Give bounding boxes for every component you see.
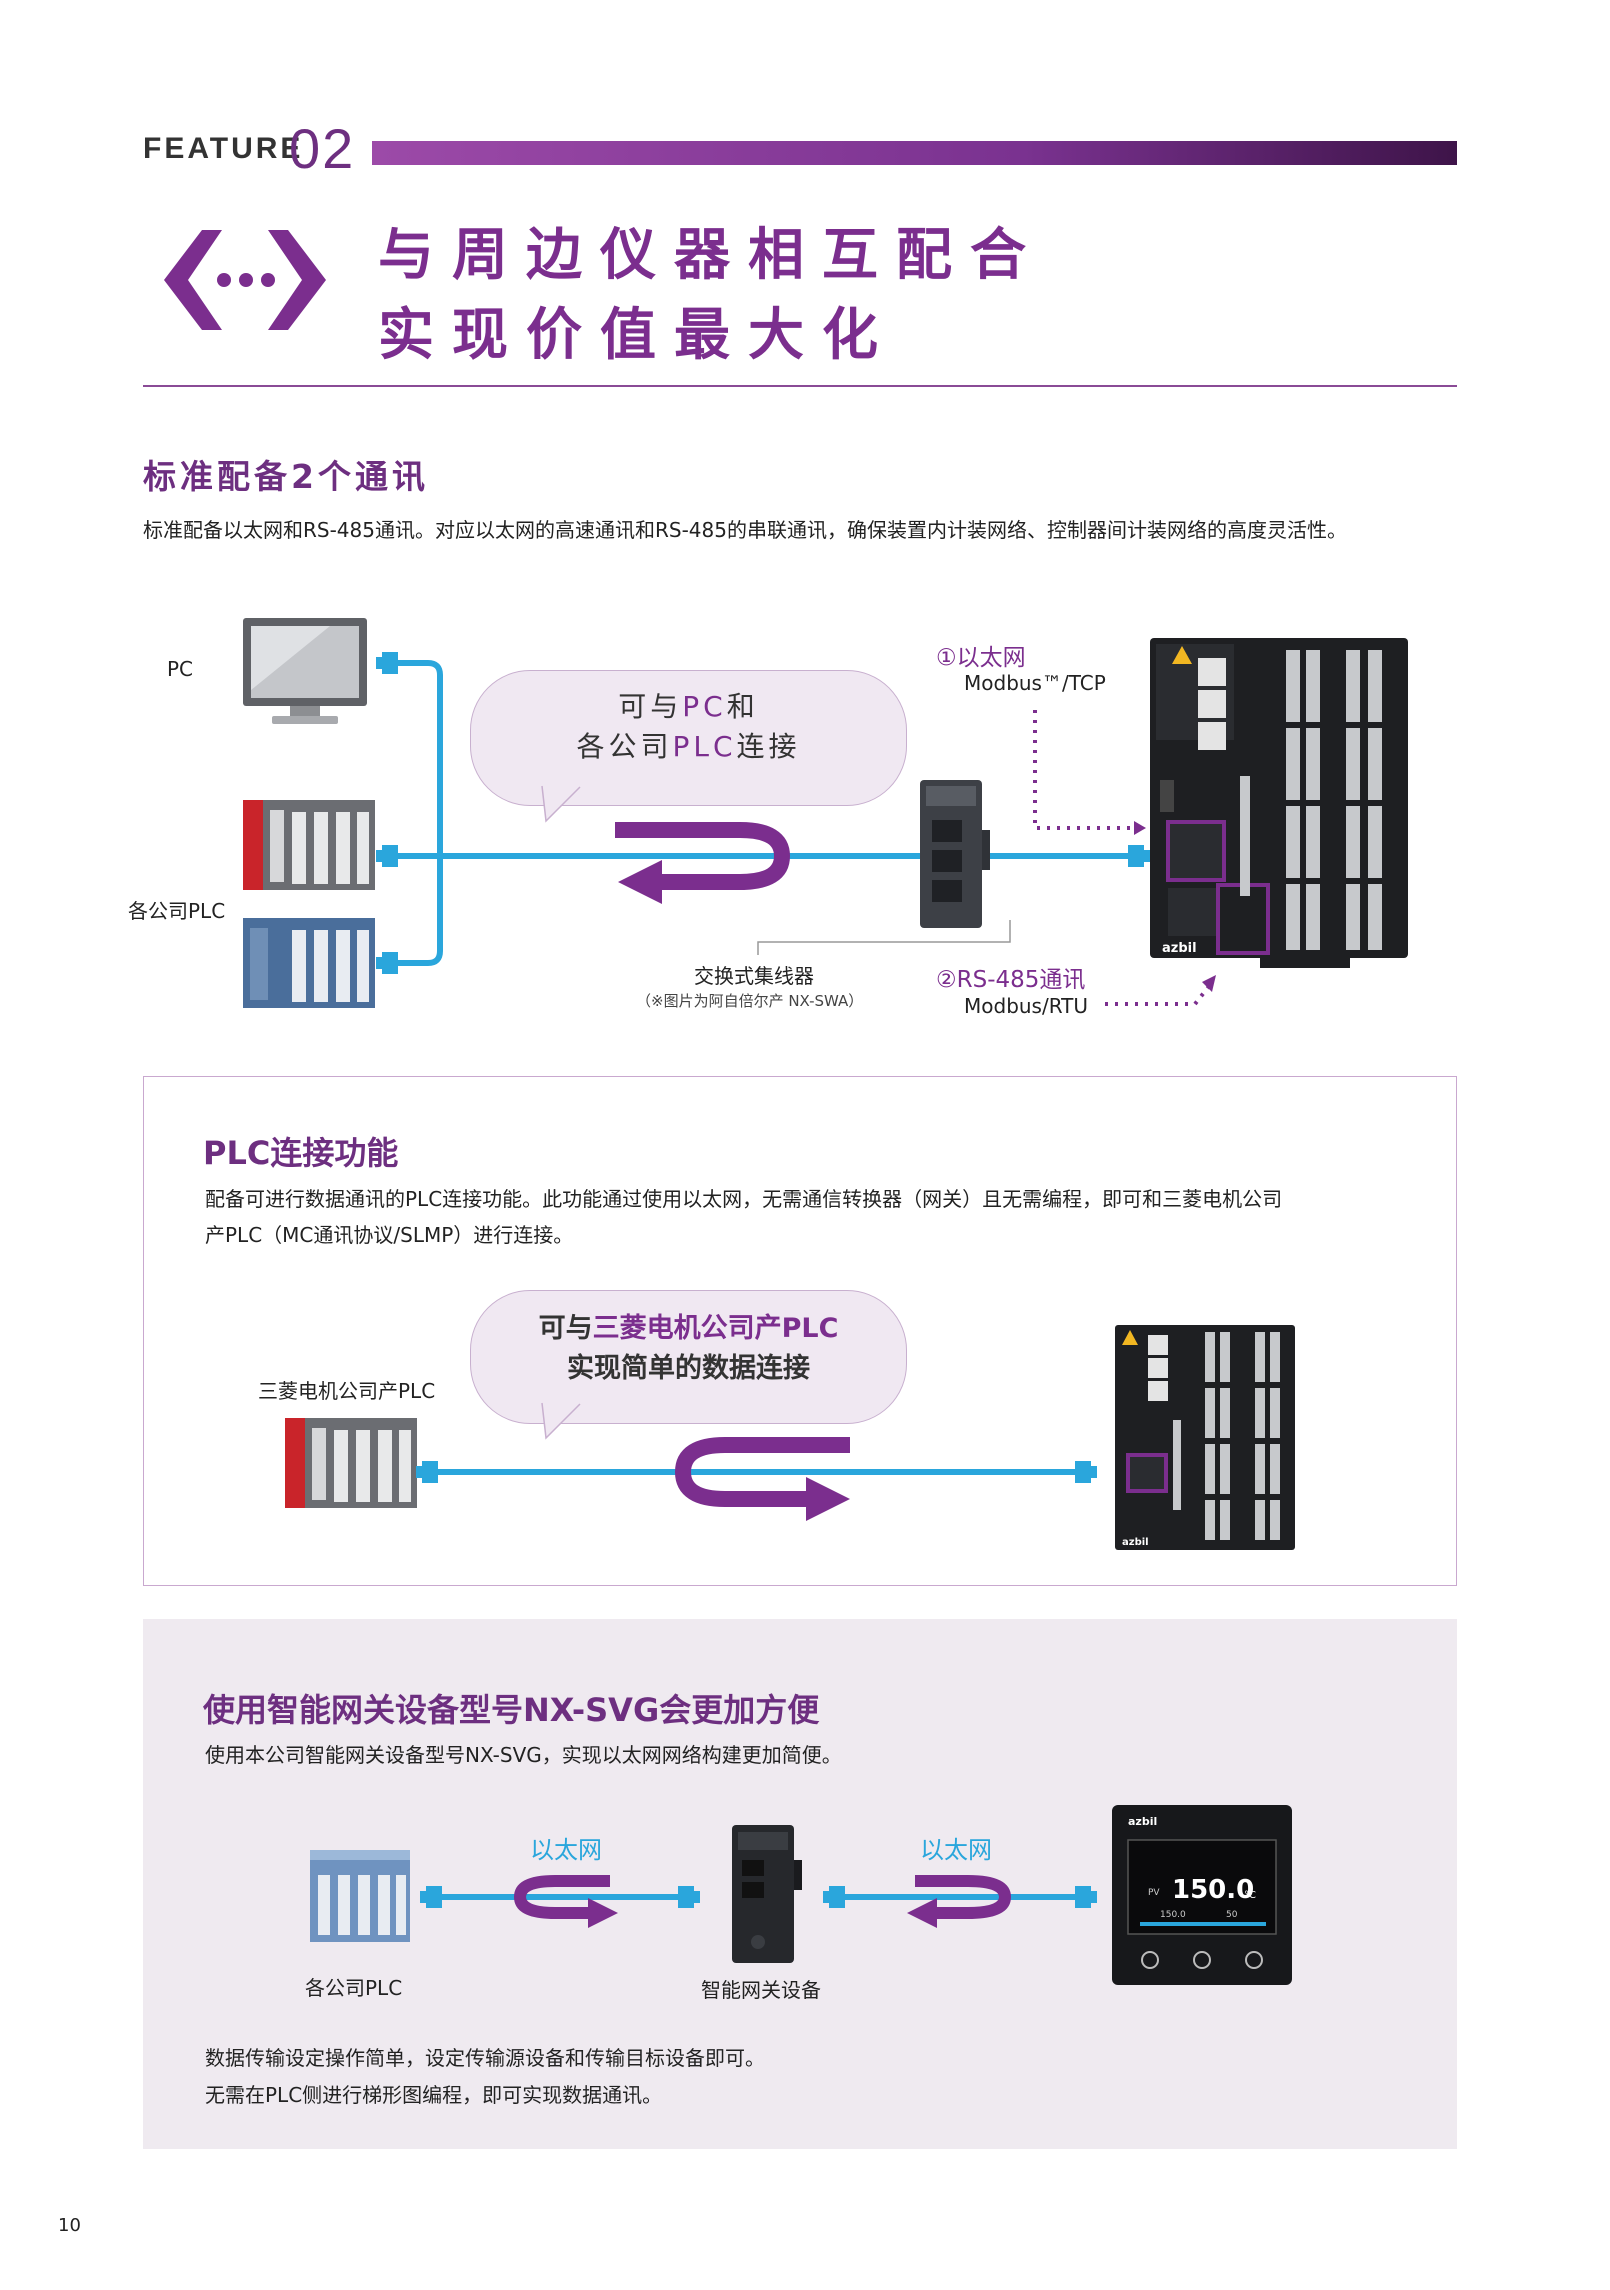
- plc-label-3: 各公司PLC: [305, 1976, 403, 2000]
- bubble1-text2: 各公司: [576, 730, 673, 763]
- touch-screen-device-icon: azbil PV 150.0 °C 150.0 50: [1112, 1805, 1292, 1985]
- connection-arrows-icon: [164, 230, 326, 330]
- section3-diagram: azbil PV 150.0 °C 150.0 50: [310, 1805, 1292, 1985]
- plc-red-icon: [243, 800, 375, 890]
- bubble2-text2: 实现简单的数据连接: [567, 1353, 810, 1384]
- section2-body-line1: 配备可进行数据通讯的PLC连接功能。此功能通过使用以太网，无需通信转换器（网关）…: [205, 1187, 1283, 1211]
- title-divider: [143, 385, 1457, 387]
- plc-label: 各公司PLC: [128, 899, 226, 923]
- switch-note: （※图片为阿自倍尔产 NX-SWA）: [636, 992, 864, 1010]
- bubble2-highlight: 三菱电机公司产PLC: [592, 1313, 839, 1344]
- mitsubishi-plc-icon: [285, 1418, 417, 1508]
- section2-diagram: azbil: [285, 1325, 1295, 1550]
- speech-bubble-2: 可与三菱电机公司产PLC 实现简单的数据连接: [470, 1290, 907, 1424]
- pc-label: PC: [167, 657, 194, 681]
- bidirectional-arrow-icon-2: [674, 1437, 850, 1521]
- main-title-line2: 实现价值最大化: [378, 303, 896, 368]
- bidirectional-arrow-icon-3b: [907, 1875, 1012, 1928]
- section1-body: 标准配备以太网和RS-485通讯。对应以太网的高速通讯和RS-485的串联通讯，…: [143, 518, 1347, 542]
- section3-body: 使用本公司智能网关设备型号NX-SVG，实现以太网网络构建更加简便。: [205, 1743, 842, 1767]
- mitsubishi-plc-label: 三菱电机公司产PLC: [258, 1379, 436, 1403]
- plc-blue-icon: [243, 918, 375, 1008]
- screen-brand-logo: azbil: [1128, 1815, 1157, 1828]
- smart-gateway-device-icon: [732, 1825, 802, 1963]
- feature-number: 02: [289, 117, 356, 180]
- section1-diagram: azbil: [243, 618, 1408, 1008]
- section1-heading: 标准配备2个通讯: [143, 457, 429, 496]
- section2-body-line2: 产PLC（MC通讯协议/SLMP）进行连接。: [205, 1223, 574, 1247]
- network-switch-icon: [920, 780, 990, 928]
- speech-bubble-1: 可与PC和 各公司PLC连接: [470, 670, 907, 806]
- pc-monitor-icon: [243, 618, 367, 724]
- ethernet-cables: [398, 660, 1135, 966]
- device-brand-logo: azbil: [1162, 941, 1197, 956]
- port-leaders: [1033, 710, 1212, 1006]
- feature-bar: [372, 141, 1457, 165]
- device-brand-logo-2: azbil: [1122, 1537, 1149, 1548]
- bubble1-text-end: 和: [726, 690, 759, 723]
- screen-pv-label: PV: [1148, 1888, 1160, 1898]
- screen-unit: °C: [1244, 1890, 1256, 1901]
- rj45-plug-icons-2: [416, 1461, 1097, 1483]
- section3-heading: 使用智能网关设备型号NX-SVG会更加方便: [203, 1691, 820, 1729]
- feature-label: FEATURE: [143, 132, 304, 165]
- port1-protocol: Modbus™/TCP: [964, 671, 1106, 695]
- port2-protocol: Modbus/RTU: [964, 994, 1089, 1018]
- port2-label: ②RS-485通讯: [936, 967, 1086, 993]
- ethernet-label-left: 以太网: [530, 1836, 602, 1864]
- rj45-plug-icons: [376, 652, 1150, 974]
- bidirectional-arrow-icon-3a: [513, 1875, 618, 1928]
- port1-label: ①以太网: [936, 645, 1026, 671]
- controller-device-icon: azbil: [1150, 638, 1408, 968]
- bubble-tail: [541, 785, 581, 823]
- bubble2-text: 可与: [538, 1313, 593, 1344]
- bubble1-text2-end: 连接: [736, 730, 801, 763]
- gateway-label: 智能网关设备: [701, 1978, 821, 2002]
- plc-blue-icon-2: [310, 1850, 410, 1942]
- screen-out: 50: [1226, 1910, 1238, 1920]
- bubble-tail-2: [541, 1402, 581, 1440]
- bubble1-highlight2: PLC: [672, 730, 737, 763]
- bubble1-text: 可与: [618, 690, 683, 723]
- section3-footer-line1: 数据传输设定操作简单，设定传输源设备和传输目标设备即可。: [205, 2046, 765, 2070]
- section2-heading: PLC连接功能: [203, 1134, 399, 1172]
- ethernet-label-right: 以太网: [920, 1836, 992, 1864]
- bubble1-highlight: PC: [682, 690, 727, 723]
- page-number: 10: [58, 2215, 81, 2236]
- screen-sv: 150.0: [1160, 1910, 1186, 1920]
- switch-label: 交换式集线器: [694, 964, 814, 988]
- screen-value: 150.0: [1172, 1875, 1254, 1905]
- section3-footer-line2: 无需在PLC侧进行梯形图编程，即可实现数据通讯。: [205, 2083, 663, 2107]
- main-title-line1: 与周边仪器相互配合: [378, 223, 1044, 288]
- bidirectional-arrow-icon: [615, 822, 791, 904]
- controller-device-icon-2: azbil: [1115, 1325, 1295, 1550]
- rj45-plug-icons-3: [420, 1886, 1097, 1908]
